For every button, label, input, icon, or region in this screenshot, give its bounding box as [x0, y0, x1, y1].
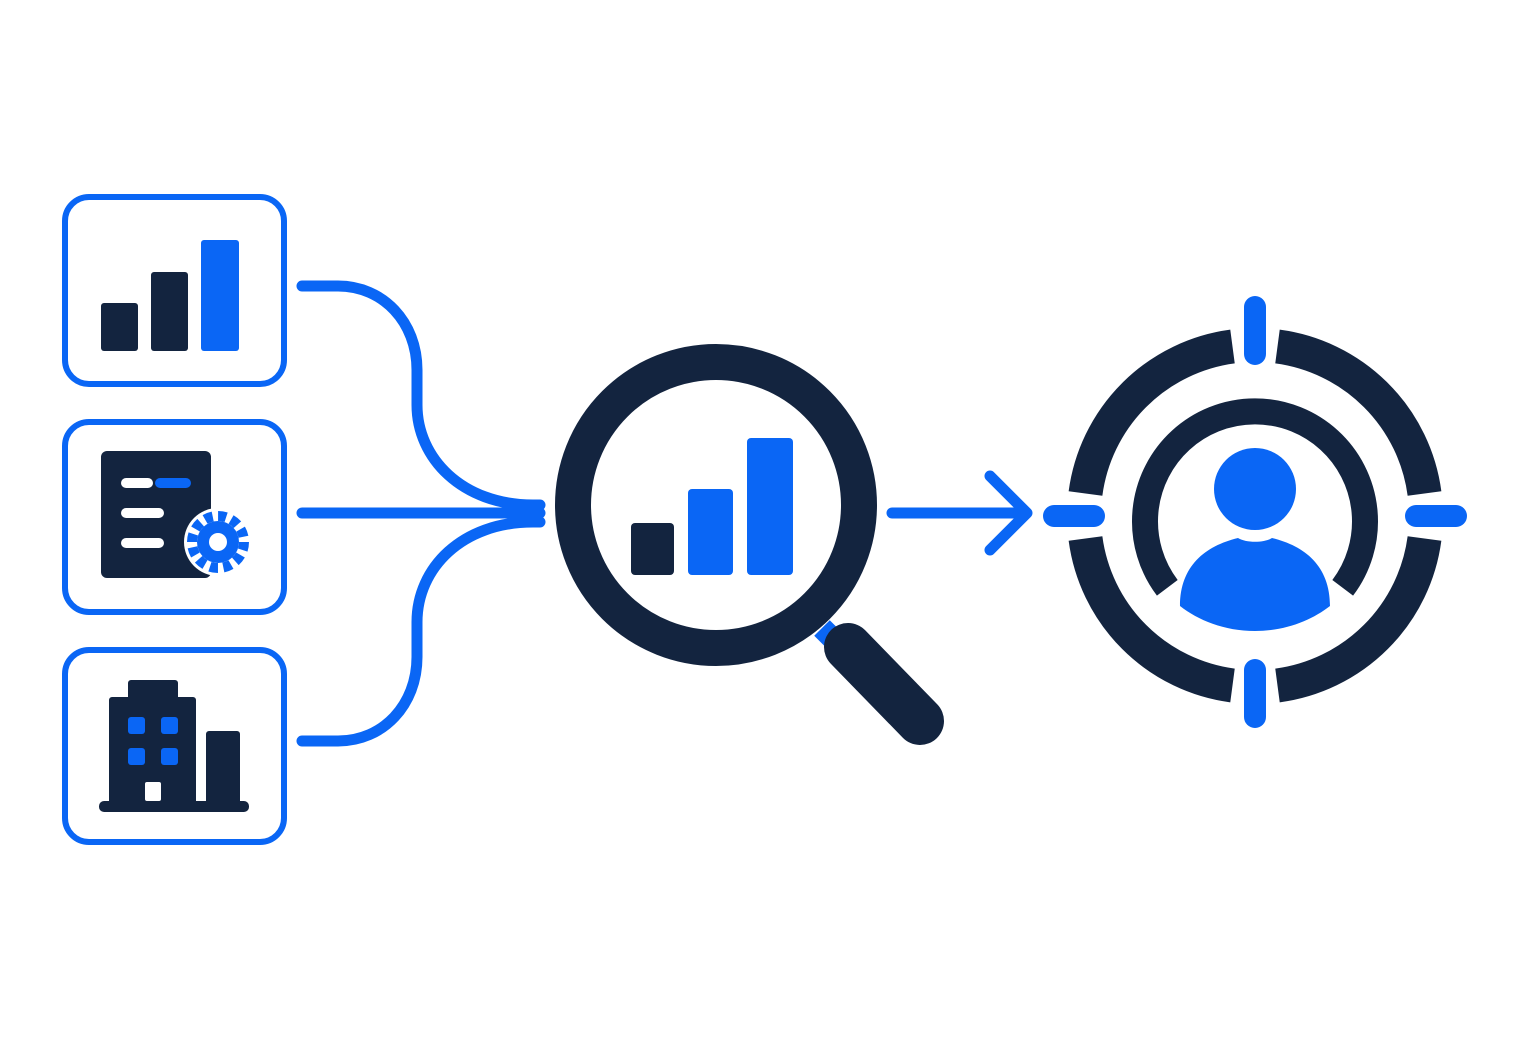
target-inner-ring [1132, 398, 1378, 596]
bar-chart-icon [101, 240, 239, 351]
input-card-analytics [62, 194, 287, 387]
window [128, 748, 145, 765]
magnifying-glass-chart-icon [555, 344, 944, 745]
input-card-organization [62, 647, 287, 845]
magnifier-handle [824, 623, 944, 745]
window [161, 748, 178, 765]
document-line [121, 478, 153, 488]
crosshair-ticks [1043, 296, 1467, 728]
connector-bottom [296, 516, 546, 747]
window [161, 717, 178, 734]
bar-tall [747, 438, 793, 575]
gear-icon [184, 508, 252, 576]
output-arrow [886, 470, 1033, 556]
input-card-documents [62, 419, 287, 615]
target-outer-ring [1068, 329, 1442, 703]
bar-chart-icon [631, 438, 793, 575]
building-ground [99, 801, 249, 812]
ring-arc [1274, 329, 1442, 497]
bar-medium [151, 272, 188, 351]
bar-short [631, 523, 674, 575]
connector-top [296, 280, 546, 511]
door [145, 782, 161, 801]
target-user-icon [1043, 296, 1467, 728]
document-line-highlight [155, 478, 191, 488]
bar-tall [201, 240, 239, 351]
ring-arc [1274, 535, 1442, 703]
user-icon [1180, 448, 1330, 631]
window [128, 717, 145, 734]
user-body [1180, 538, 1330, 631]
arrow-head [984, 470, 1033, 556]
building-annex [206, 731, 240, 809]
user-head [1214, 448, 1296, 530]
document-line [121, 538, 164, 548]
office-building-icon [99, 680, 249, 812]
bar-short [101, 303, 138, 351]
ring-arc [1068, 535, 1236, 703]
input-connectors [296, 280, 546, 747]
settings-document-icon [101, 451, 252, 578]
document-line [121, 508, 164, 518]
bar-medium [688, 489, 733, 575]
ring-arc [1068, 329, 1236, 497]
